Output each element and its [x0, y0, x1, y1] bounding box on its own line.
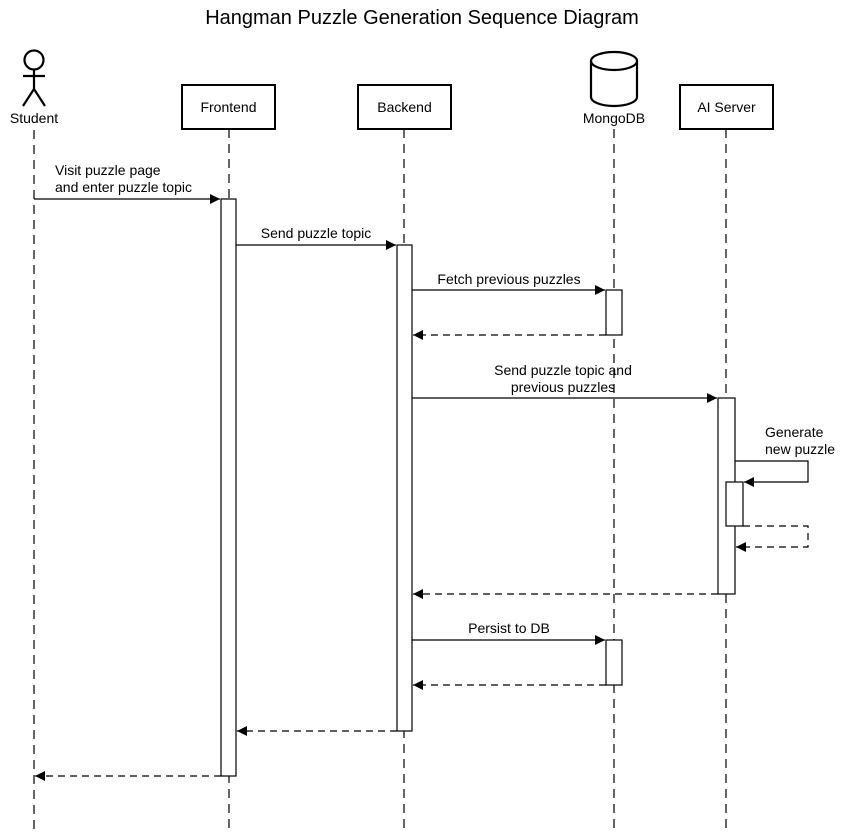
- activation-mongodb-persist: [605, 639, 623, 686]
- message-send-puzzle-topic-label: Send puzzle topic: [261, 225, 372, 241]
- message-persist-to-db-label: Persist to DB: [468, 620, 550, 636]
- participant-student-label: Student: [10, 110, 58, 126]
- participant-frontend-box: [181, 84, 276, 130]
- student-actor-icon: [22, 49, 46, 107]
- message-generate-new-puzzle-label-line1: Generate: [765, 424, 824, 440]
- participant-ai-server-label: AI Server: [697, 99, 756, 115]
- message-generate-new-puzzle-arrow: [735, 460, 809, 487]
- activation-ai-server-self: [725, 481, 744, 527]
- activation-frontend: [220, 198, 237, 777]
- message-visit-puzzle-page-label-line1: Visit puzzle page: [55, 162, 161, 178]
- message-send-topic-and-previous-label-line1: Send puzzle topic and: [494, 362, 632, 378]
- activation-backend: [396, 244, 413, 732]
- participant-backend-box: [357, 84, 452, 130]
- message-fetch-previous-puzzles-label: Fetch previous puzzles: [437, 271, 580, 287]
- participant-mongodb-label: MongoDB: [583, 110, 645, 126]
- message-send-topic-and-previous-label-line2: previous puzzles: [511, 379, 615, 395]
- activation-mongodb-fetch: [605, 289, 623, 336]
- message-generate-new-puzzle-label-line2: new puzzle: [765, 441, 835, 457]
- mongodb-database-icon: [589, 50, 639, 108]
- participant-ai-server-box: [679, 84, 774, 130]
- diagram-title: Hangman Puzzle Generation Sequence Diagr…: [205, 7, 639, 29]
- message-visit-puzzle-page-label-line2: and enter puzzle topic: [55, 179, 192, 195]
- return-self-call-arrow: [736, 525, 809, 552]
- participant-backend-label: Backend: [377, 99, 431, 115]
- participant-frontend-label: Frontend: [200, 99, 256, 115]
